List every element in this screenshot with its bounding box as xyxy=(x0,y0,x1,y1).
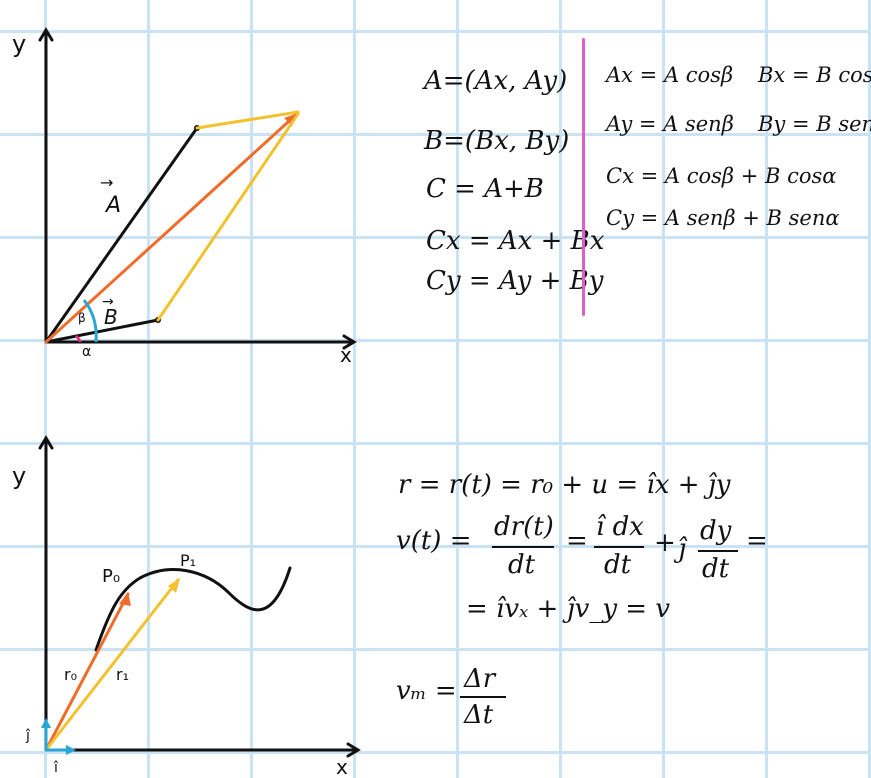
eq-b-components: B=(Bx, By) xyxy=(424,126,570,156)
vector-a-arrow: → xyxy=(100,173,113,192)
top-x-label: x xyxy=(340,343,352,367)
vector-r0-label: r₀ xyxy=(64,665,77,684)
eq-c-sum: C = A+B xyxy=(426,174,544,204)
eq-position-vector: r = r(t) = r₀ + u = îx + ĵy xyxy=(398,470,731,500)
eq-equals-1: = xyxy=(566,526,588,556)
eq-cx-trig: Cx = A cosβ + B cosα xyxy=(606,164,837,188)
pink-divider-line xyxy=(582,38,585,316)
eq-cy: Cy = Ay + By xyxy=(426,266,604,296)
eq-bx: Bx = B cosα xyxy=(758,63,871,87)
frac2-bar xyxy=(594,546,644,548)
frac2-den: dt xyxy=(604,550,632,580)
eq-cx: Cx = Ax + Bx xyxy=(426,226,605,256)
trajectory-curve xyxy=(94,566,292,652)
eq-j-hat: ĵ xyxy=(678,534,687,564)
unit-vectors xyxy=(41,718,76,755)
unit-i-label: î xyxy=(53,760,59,776)
eq-by: By = B senα xyxy=(758,112,871,136)
bottom-y-label: y xyxy=(12,462,26,490)
eq-mean-velocity: vₘ = Δr Δt xyxy=(396,664,536,734)
vector-a-label: A xyxy=(104,193,121,218)
angle-arcs xyxy=(74,299,98,343)
unit-j-label: ĵ xyxy=(25,728,31,744)
angle-beta-label: β xyxy=(78,311,86,325)
vector-r1 xyxy=(44,578,180,752)
eq-equals-2: = xyxy=(746,526,768,556)
eq-a-components: A=(Ax, Ay) xyxy=(424,66,568,96)
eq-velocity-derivative: v(t) = dr(t) dt = î dx dt + ĵ dy dt = xyxy=(396,512,776,584)
frac3-bar xyxy=(698,550,738,552)
eq-cy-trig: Cy = A senβ + B senα xyxy=(606,206,840,230)
bottom-x-label: x xyxy=(336,755,348,778)
frac4-bar xyxy=(460,696,506,698)
eq-ax: Ax = A cosβ xyxy=(606,63,734,87)
bottom-axes xyxy=(38,435,361,758)
eq-plus: + xyxy=(654,528,676,558)
frac1-den: dt xyxy=(508,550,536,580)
vector-b-arrow: → xyxy=(102,294,114,310)
vector-b-label: B xyxy=(104,305,118,329)
vector-r0 xyxy=(44,592,131,752)
frac3-num: dy xyxy=(700,516,732,546)
eq-mean-velocity-lhs: vₘ = xyxy=(396,676,457,706)
frac1-bar xyxy=(492,546,554,548)
eq-velocity-lhs: v(t) = xyxy=(396,526,472,556)
frac1-num: dr(t) xyxy=(494,512,554,542)
point-p0-label: P₀ xyxy=(102,566,120,587)
frac2-num: î dx xyxy=(596,512,644,542)
eq-velocity-components: = îvₓ + ĵv_y = v xyxy=(466,594,671,624)
frac3-den: dt xyxy=(702,554,730,584)
angle-alpha-label: α xyxy=(82,344,91,360)
vector-r1-label: r₁ xyxy=(116,665,129,684)
frac4-den: Δt xyxy=(464,700,494,730)
top-y-label: y xyxy=(12,30,26,58)
eq-ay: Ay = A senβ xyxy=(606,112,734,136)
frac4-num: Δr xyxy=(464,664,496,694)
parallelogram-sides xyxy=(156,110,300,322)
point-p1-label: P₁ xyxy=(180,551,196,570)
